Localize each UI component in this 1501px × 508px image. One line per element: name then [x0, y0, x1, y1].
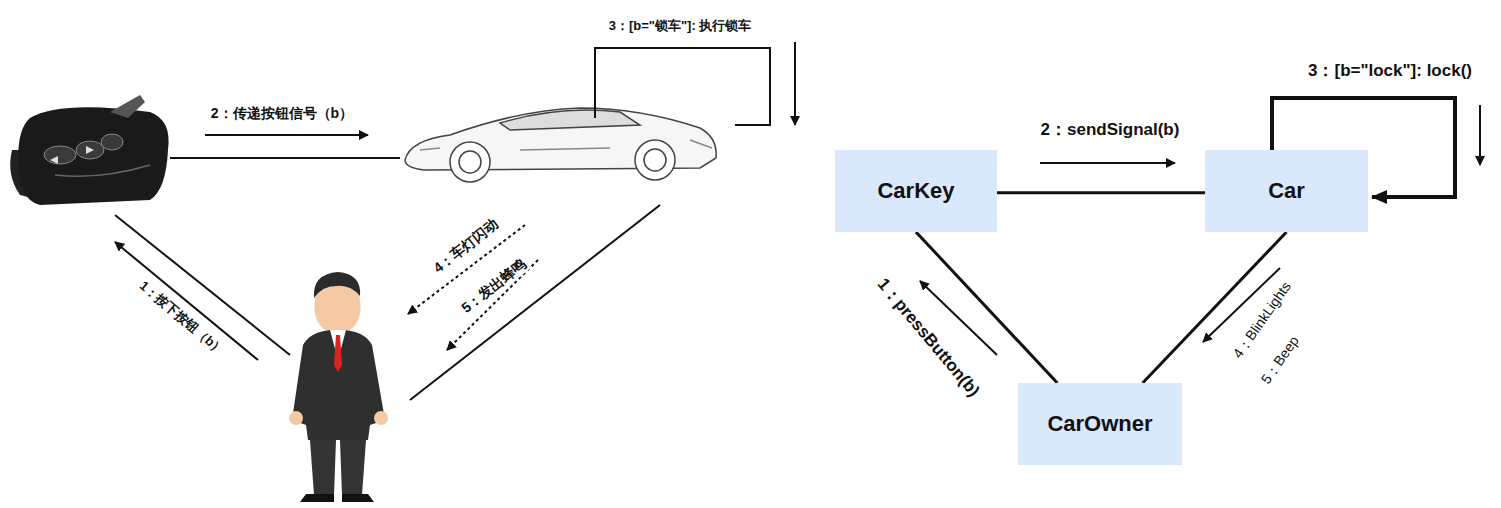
object-box: CarOwner [1018, 383, 1182, 465]
message-label: 3：[b="锁车"]: 执行锁车 [607, 18, 754, 34]
object-box: Car [1205, 150, 1368, 232]
message-label: 5：Beep [1256, 331, 1303, 389]
object-name: Car [1268, 178, 1305, 204]
car-sketch [405, 108, 716, 182]
person-picture [289, 272, 388, 502]
object-name: CarKey [877, 178, 954, 204]
message-label: 3：[b="lock"]: lock() [1306, 61, 1474, 81]
message-label: 5：发出蜂鸣 [457, 254, 532, 318]
message-label: 2：sendSignal(b) [1039, 120, 1182, 140]
message-label: 1：按下按钮（b） [135, 277, 229, 360]
object-box: CarKey [835, 150, 997, 232]
object-name: CarOwner [1047, 411, 1152, 437]
link-line [997, 191, 1205, 194]
left-links [115, 42, 795, 400]
car-key-picture [10, 95, 168, 205]
message-label: 4：车灯闪动 [429, 214, 504, 278]
right-messages [920, 98, 1480, 355]
message-label: 2：传递按钮信号（b） [209, 105, 355, 122]
message-label: 1：pressButton(b) [871, 273, 985, 403]
